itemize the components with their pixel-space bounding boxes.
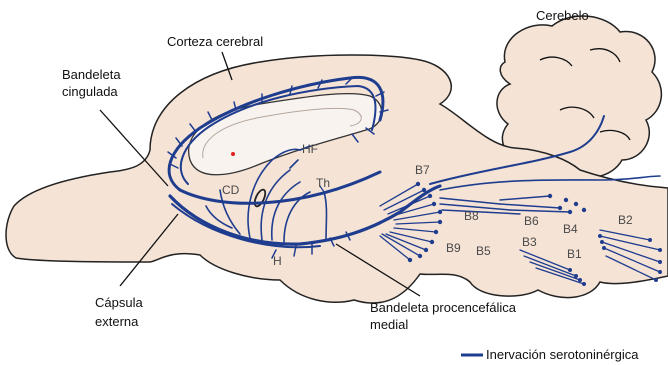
nucleus-b1: B1: [567, 247, 582, 261]
nucleus-b9: B9: [446, 241, 461, 255]
region-hf: HF: [302, 142, 318, 156]
label-cerebelo: Cerebelo: [536, 8, 589, 23]
nucleus-b4: B4: [563, 222, 578, 236]
region-cd: CD: [222, 183, 240, 197]
legend: Inervación serotoninérgica: [461, 347, 639, 362]
nucleus-b7: B7: [415, 163, 430, 177]
nucleus-b2: B2: [618, 213, 633, 227]
nucleus-b3: B3: [522, 235, 537, 249]
label-bandeleta-cingulada-2: cingulada: [62, 84, 118, 99]
region-h: H: [273, 254, 282, 268]
nucleus-b6: B6: [524, 214, 539, 228]
region-th: Th: [316, 176, 330, 190]
label-bandeleta-procencefalica-2: medial: [370, 317, 408, 332]
label-corteza-cerebral: Corteza cerebral: [167, 34, 263, 49]
label-bandeleta-procencefalica-1: Bandeleta procencefálica: [370, 300, 517, 315]
red-marker: [231, 152, 235, 156]
nucleus-b8: B8: [464, 209, 479, 223]
legend-label: Inervación serotoninérgica: [486, 347, 639, 362]
label-capsula-2: externa: [95, 314, 139, 329]
nucleus-b5: B5: [476, 244, 491, 258]
label-capsula-1: Cápsula: [95, 295, 143, 310]
label-bandeleta-cingulada-1: Bandeleta: [62, 67, 121, 82]
